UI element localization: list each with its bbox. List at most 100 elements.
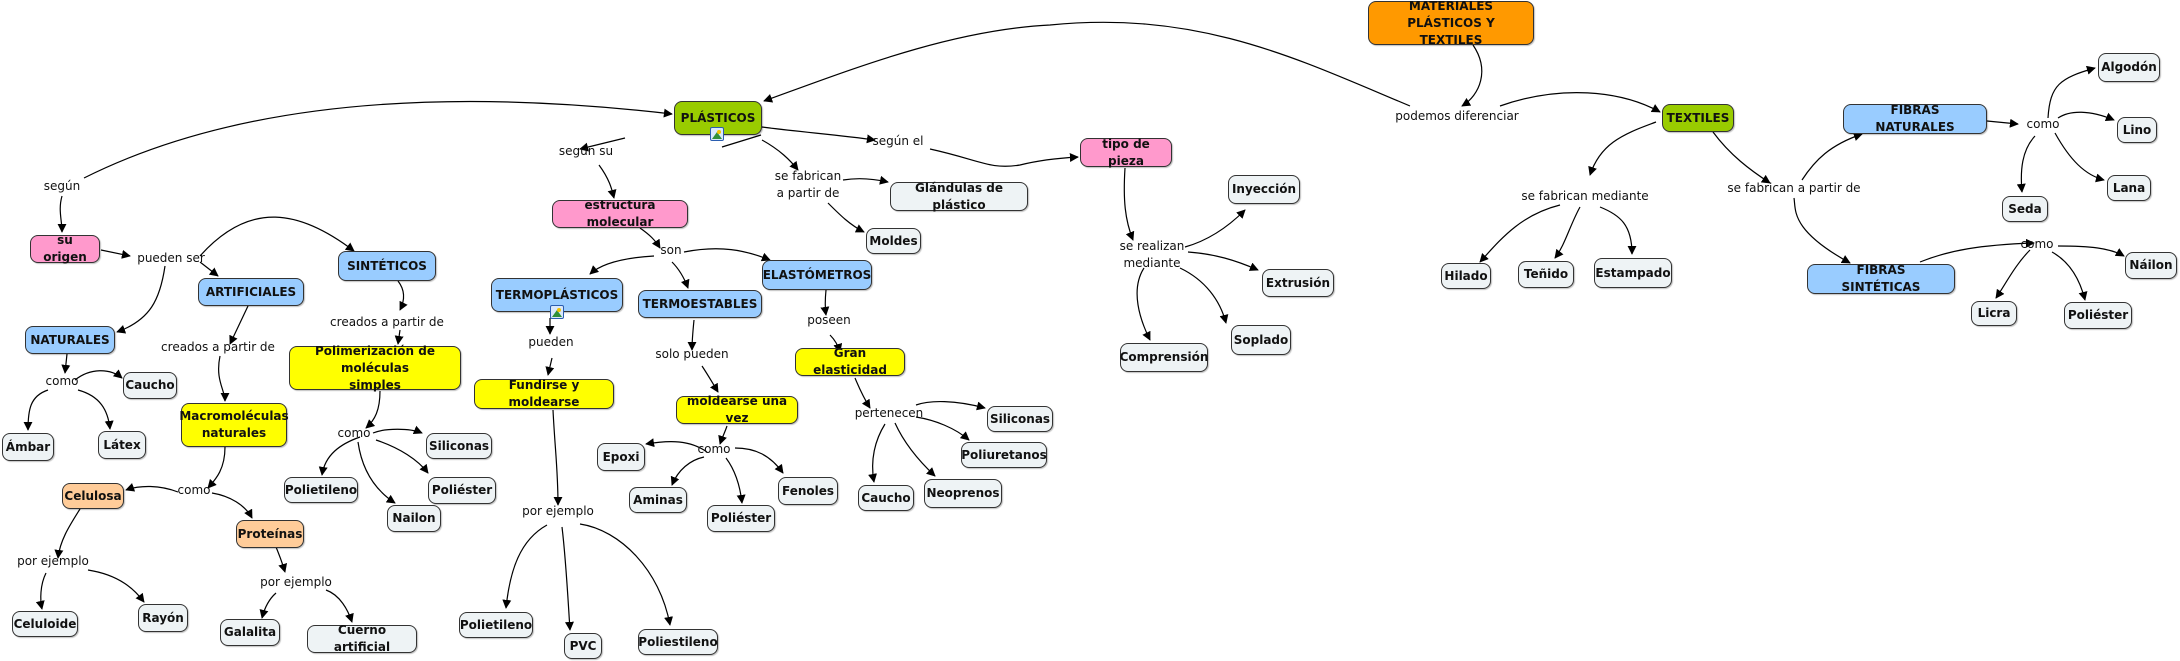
concept-lana[interactable]: Lana	[2107, 175, 2151, 201]
linking-phrase: pueden	[528, 334, 574, 349]
concept-polietileno2[interactable]: Polietileno	[459, 612, 533, 638]
connection-line	[397, 280, 408, 311]
connection-line	[2051, 251, 2088, 301]
concept-siliconas2[interactable]: Siliconas	[987, 406, 1053, 432]
connection-line	[502, 524, 548, 609]
concept-tenido[interactable]: Teñido	[1518, 261, 1574, 288]
concept-galalita[interactable]: Galalita	[220, 619, 280, 646]
concept-poliestileno[interactable]: Poliestileno	[638, 629, 718, 655]
connection-line	[87, 569, 145, 603]
concept-algodon[interactable]: Algodón	[2098, 53, 2160, 82]
connection-line	[894, 422, 936, 477]
concept-macromoleculas[interactable]: Macromoléculas naturales	[179, 403, 289, 447]
connection-line	[1123, 167, 1135, 241]
concept-proteinas[interactable]: Proteínas	[236, 520, 304, 548]
concept-poliuretanos[interactable]: Poliuretanos	[961, 442, 1047, 468]
concept-fibras-naturales[interactable]: FIBRAS NATURALES	[1843, 103, 1987, 134]
connection-line	[1793, 197, 1851, 264]
concept-latex[interactable]: Látex	[98, 431, 146, 459]
concept-estampado[interactable]: Estampado	[1594, 258, 1672, 288]
linking-phrase: como	[2026, 116, 2060, 131]
connection-line	[1995, 249, 2031, 299]
linking-phrase: pueden ser	[137, 250, 205, 265]
connection-line	[1712, 131, 1771, 184]
connection-line	[687, 319, 697, 351]
connection-line	[561, 526, 574, 631]
concept-celuloide[interactable]: Celuloide	[12, 611, 78, 637]
concept-artificiales[interactable]: ARTIFICIALES	[198, 278, 304, 306]
concept-tipo-pieza[interactable]: tipo de pieza	[1080, 137, 1172, 168]
concept-moldes[interactable]: Moldes	[866, 228, 921, 254]
connection-line	[211, 492, 253, 519]
image-resource-icon[interactable]	[550, 305, 564, 319]
concept-fundirse[interactable]: Fundirse y moldearse	[474, 378, 614, 409]
connection-line	[1499, 92, 1661, 113]
connection-line	[77, 389, 114, 430]
concept-siliconas1[interactable]: Siliconas	[426, 433, 492, 459]
linking-phrase: solo pueden	[655, 346, 729, 361]
concept-sinteticos[interactable]: SINTÉTICOS	[338, 251, 436, 281]
concept-aminas[interactable]: Aminas	[629, 487, 687, 513]
concept-poliester2[interactable]: Poliéster	[707, 505, 775, 532]
linking-phrase: como	[45, 373, 79, 388]
connection-line	[2057, 111, 2115, 122]
concept-termoestables[interactable]: TERMOESTABLES	[638, 290, 762, 318]
linking-phrase: por ejemplo	[17, 553, 89, 568]
concept-estructura[interactable]: estructura molecular	[552, 198, 688, 229]
concept-polietileno1[interactable]: Polietileno	[284, 477, 358, 503]
connection-line	[645, 438, 708, 453]
concept-gran-elasticidad[interactable]: Gran elasticidad	[795, 346, 905, 377]
connection-line	[671, 261, 690, 289]
concept-nailon[interactable]: Nailon	[387, 505, 441, 532]
concept-ambar[interactable]: Ámbar	[2, 433, 54, 461]
linking-phrase: podemos diferenciar	[1395, 108, 1519, 123]
concept-neoprenos[interactable]: Neoprenos	[924, 479, 1002, 508]
concept-compresion[interactable]: Comprensión	[1120, 343, 1208, 372]
concept-fibras-sinteticas[interactable]: FIBRAS SINTÉTICAS	[1807, 263, 1955, 294]
connection-line	[1599, 206, 1637, 255]
concept-root[interactable]: MATERIALES PLÁSTICOS Y TEXTILES	[1368, 0, 1534, 47]
linking-phrase: según su	[558, 143, 614, 158]
concept-textiles[interactable]: TEXTILES	[1662, 104, 1734, 132]
concept-epoxi[interactable]: Epoxi	[597, 443, 645, 471]
concept-cuerno[interactable]: Cuerno artificial	[307, 623, 417, 654]
concept-pvc[interactable]: PVC	[564, 633, 602, 659]
concept-licra[interactable]: Licra	[1971, 301, 2017, 326]
concept-soplado[interactable]: Soplado	[1231, 325, 1291, 355]
connection-line	[100, 249, 131, 259]
concept-naturales[interactable]: NATURALES	[25, 326, 115, 354]
connection-line	[718, 425, 728, 445]
concept-polimerizacion[interactable]: Polimerización de moléculas simples	[289, 344, 461, 392]
image-resource-icon[interactable]	[710, 127, 724, 141]
linking-phrase: se fabrican a partir de	[1727, 180, 1861, 195]
concept-celulosa[interactable]: Celulosa	[62, 483, 124, 509]
connection-line	[35, 572, 47, 610]
concept-rayon[interactable]: Rayón	[138, 604, 188, 632]
concept-su-origen[interactable]: su origen	[30, 233, 100, 264]
connection-line	[74, 369, 123, 381]
concept-lino[interactable]: Lino	[2117, 117, 2157, 143]
concept-glandulas[interactable]: Glándulas de plástico	[890, 181, 1028, 212]
concept-seda[interactable]: Seda	[2002, 196, 2048, 222]
concept-caucho1[interactable]: Caucho	[123, 372, 177, 399]
concept-fenoles[interactable]: Fenoles	[778, 477, 838, 505]
concept-poliester1[interactable]: Poliéster	[428, 477, 496, 504]
connection-line	[375, 439, 429, 474]
linking-phrase: por ejemplo	[260, 574, 332, 589]
linking-phrase: pertenecen	[854, 405, 924, 420]
concept-hilado[interactable]: Hilado	[1441, 263, 1491, 289]
concept-extrusion[interactable]: Extrusión	[1262, 269, 1334, 297]
concept-poliester3[interactable]: Poliéster	[2064, 302, 2132, 329]
concept-caucho2[interactable]: Caucho	[858, 485, 914, 511]
concept-nailon2[interactable]: Náilon	[2125, 252, 2177, 279]
linking-phrase: se fabrican mediante	[1521, 188, 1649, 203]
concept-inyeccion[interactable]: Inyección	[1228, 175, 1300, 204]
linking-phrase: se fabrican a partir de	[774, 169, 842, 200]
linking-phrase: poseen	[807, 312, 851, 327]
linking-phrase: como	[337, 425, 371, 440]
concept-moldearse-vez[interactable]: moldearse una vez	[676, 394, 798, 425]
connection-line	[545, 357, 555, 376]
connection-line	[579, 523, 673, 626]
concept-elastometros[interactable]: ELASTÓMETROS	[762, 260, 872, 290]
linking-phrase: según	[43, 178, 81, 193]
